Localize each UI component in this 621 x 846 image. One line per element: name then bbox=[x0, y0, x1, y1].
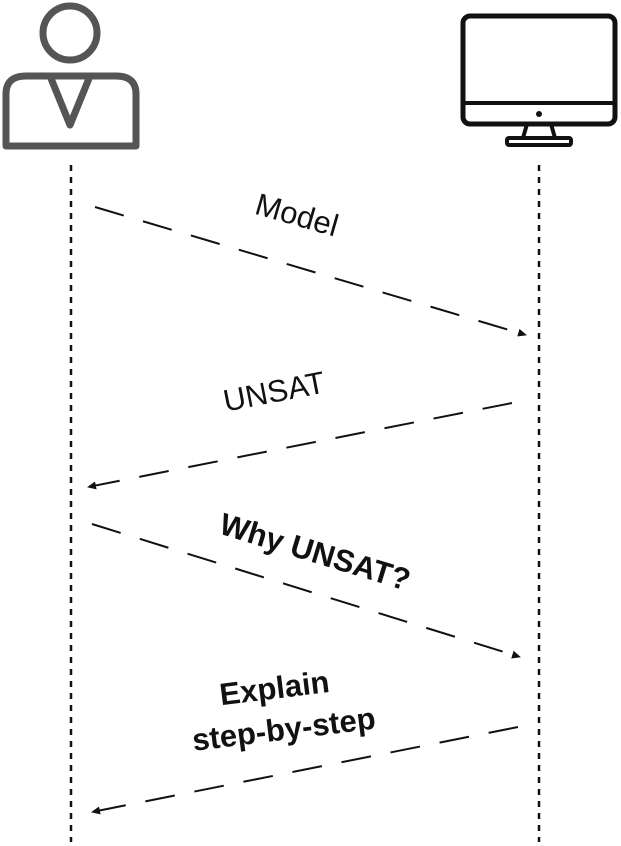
msg-explain-arrow bbox=[91, 726, 519, 815]
msg-why-unsat-label: Why UNSAT? bbox=[216, 506, 415, 597]
computer-monitor-icon bbox=[460, 13, 618, 147]
msg-why-unsat-arrow bbox=[91, 523, 521, 659]
msg-model-arrow bbox=[94, 206, 527, 337]
msg-model-label: Model bbox=[251, 186, 342, 243]
msg-unsat-arrow bbox=[87, 402, 513, 490]
msg-unsat-label: UNSAT bbox=[220, 365, 328, 419]
msg-explain-label: Explain step-by-step bbox=[185, 659, 377, 758]
user-icon bbox=[2, 2, 140, 150]
